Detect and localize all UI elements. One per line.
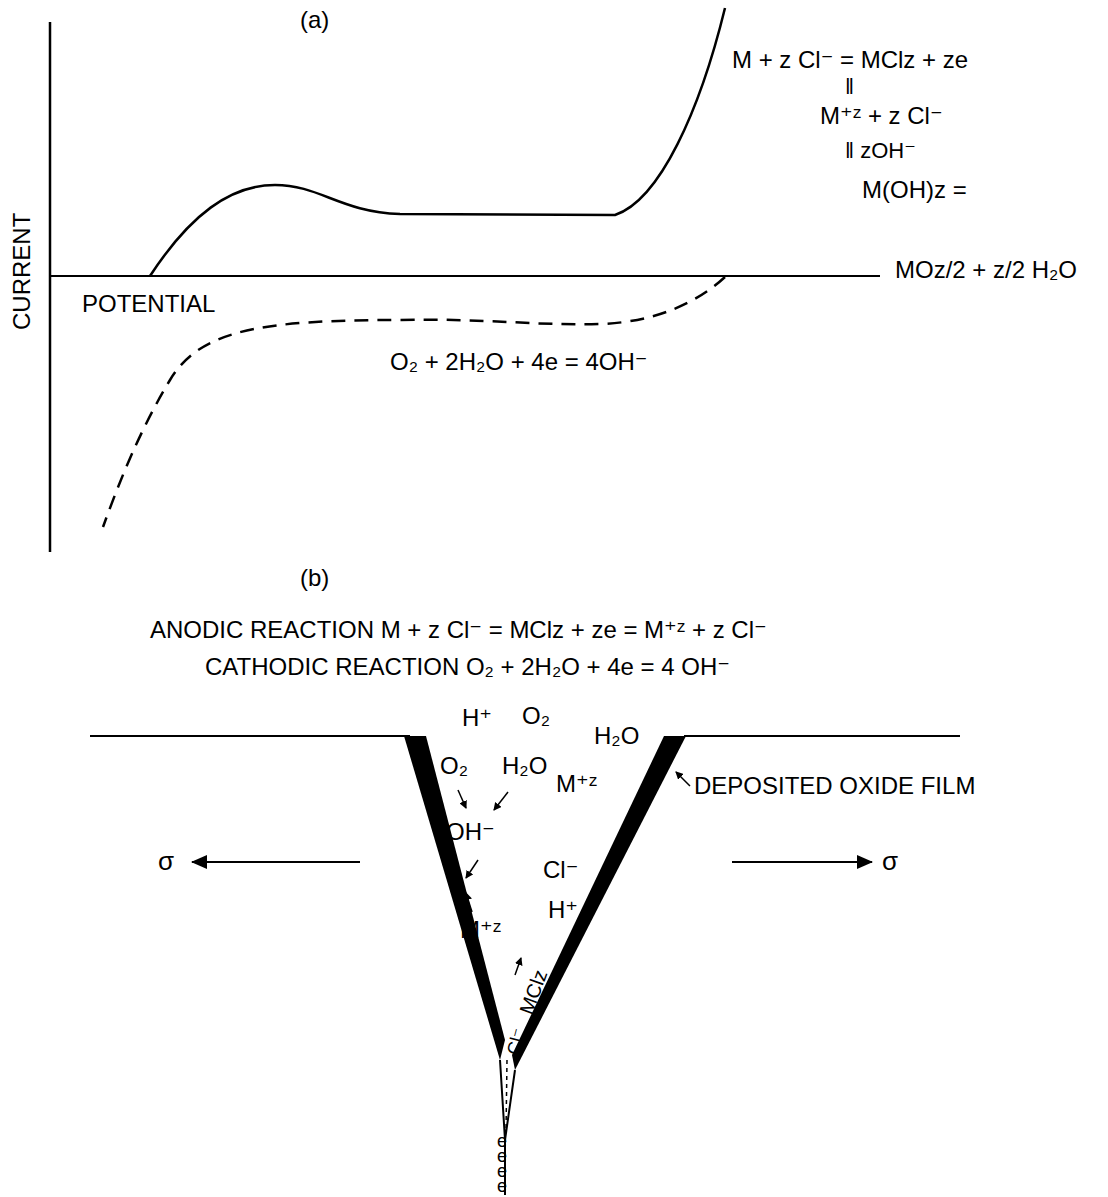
panel-label: (a) [300, 8, 329, 32]
panel-label: (b) [300, 566, 329, 590]
potential-axis [50, 275, 880, 277]
reaction-arrow [515, 958, 521, 975]
stress-arrow [192, 861, 360, 863]
equality-sign: ‖ [845, 76, 854, 98]
reaction-equation: O₂ + 2H₂O + 4e = 4OH⁻ [390, 350, 647, 374]
species-label: OH⁻ [446, 820, 495, 844]
reaction-arrow [494, 792, 508, 810]
stress-symbol: σ [882, 848, 898, 874]
reaction-equation: CATHODIC REACTION O₂ + 2H₂O + 4e = 4 OH⁻ [205, 655, 730, 679]
species-label: H₂O [594, 724, 639, 748]
callout-label: DEPOSITED OXIDE FILM [694, 774, 975, 798]
reaction-equation: ‖ zOH⁻ [845, 140, 916, 162]
species-label: O₂ [440, 754, 468, 778]
leader-line [676, 772, 690, 786]
electron-label: e [497, 1177, 507, 1195]
reaction-equation: M + z Cl⁻ = MClz + ze [732, 48, 968, 72]
species-label: M⁺ᶻ [460, 918, 501, 942]
oxide-film [404, 736, 505, 1060]
reaction-equation: M⁺ᶻ + z Cl⁻ [820, 104, 943, 128]
crack-tip [500, 1060, 515, 1140]
surface-line [90, 735, 410, 737]
reaction-arrow [466, 893, 472, 912]
reaction-equation: ANODIC REACTION M + z Cl⁻ = MClz + ze = … [150, 618, 767, 642]
axis-label: POTENTIAL [82, 292, 215, 316]
species-label: Cl⁻ [504, 1026, 528, 1056]
reaction-equation: M(OH)z = [862, 178, 967, 202]
species-label: H⁺ [548, 898, 578, 922]
reaction-arrow [458, 790, 466, 808]
oxide-film [512, 736, 686, 1070]
species-label: O₂ [522, 704, 550, 728]
tip-path [506, 1060, 507, 1132]
species-label: H₂O [502, 754, 547, 778]
surface-line [684, 735, 960, 737]
stress-arrow [732, 861, 872, 863]
species-label: M⁺ᶻ [556, 772, 597, 796]
reaction-equation: MOz/2 + z/2 H₂O [895, 258, 1077, 282]
current-axis [49, 22, 52, 552]
species-label: Cl⁻ [543, 858, 578, 882]
axis-label: CURRENT [10, 213, 34, 330]
anodic-curve [150, 8, 725, 276]
stress-symbol: σ [158, 848, 174, 874]
species-label: H⁺ [462, 706, 492, 730]
reaction-arrow [466, 860, 478, 878]
